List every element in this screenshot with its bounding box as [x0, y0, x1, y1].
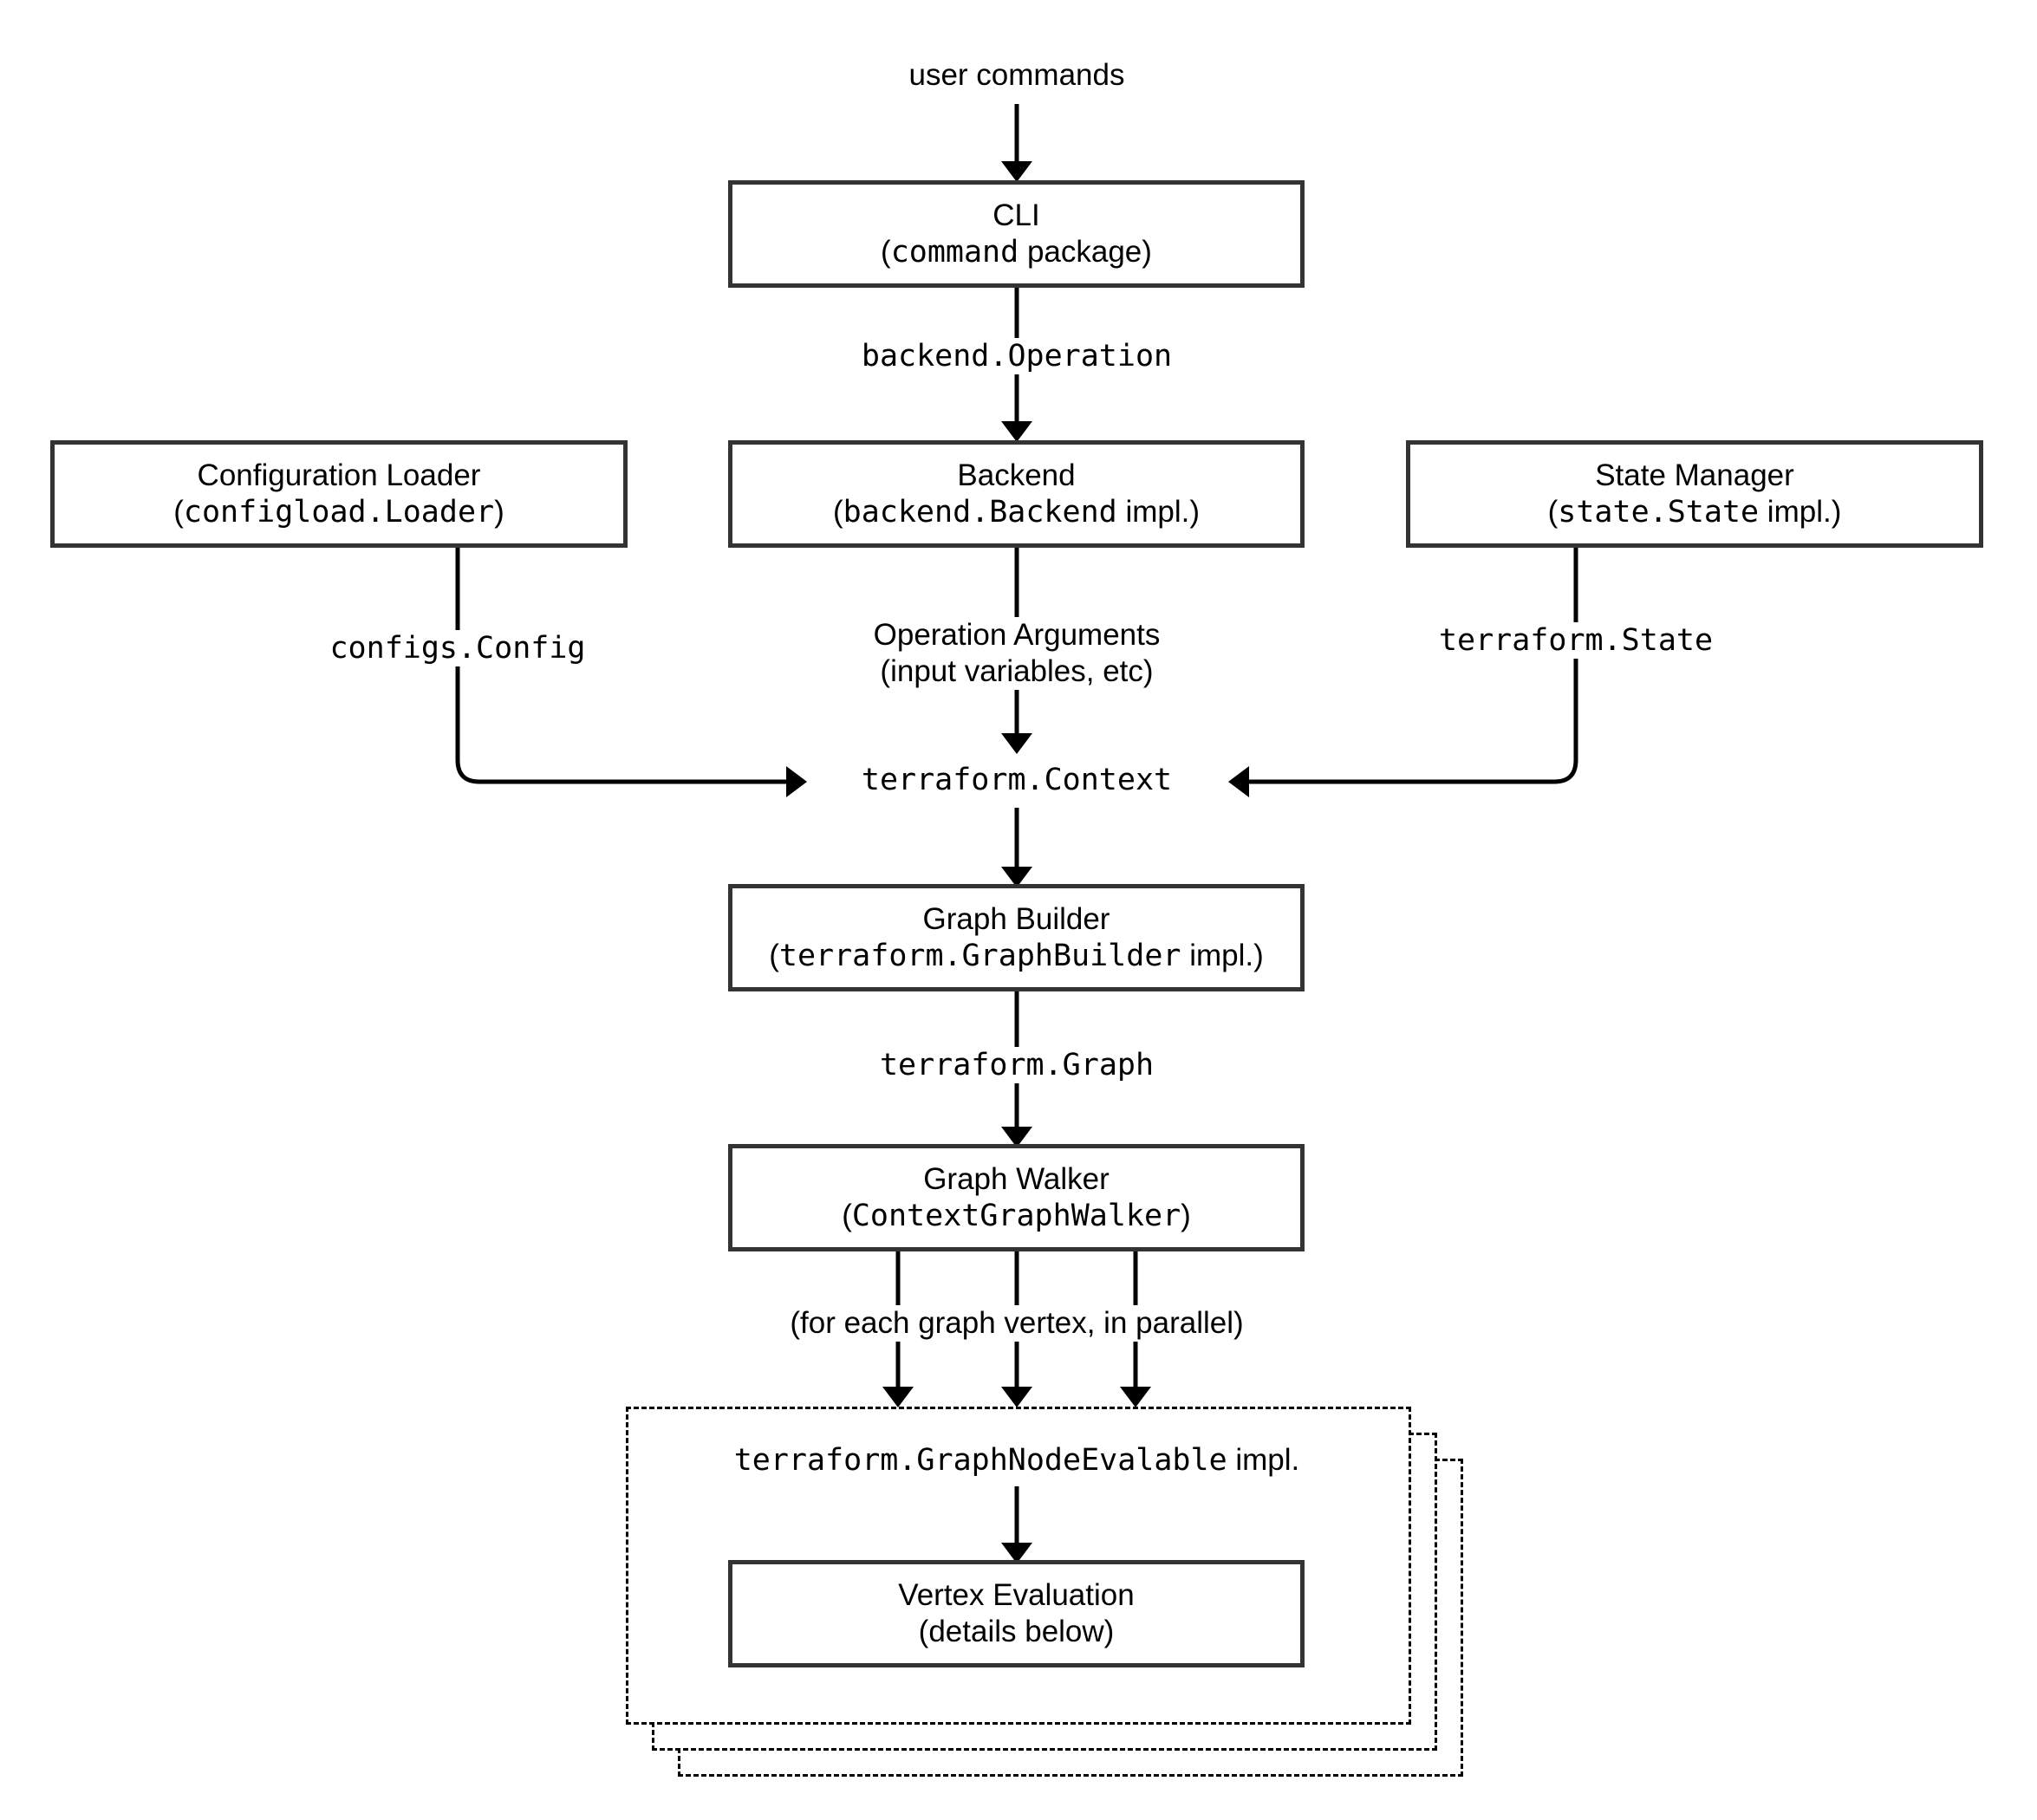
graph-walker-subtitle: (ContextGraphWalker)	[842, 1199, 1191, 1233]
graph-walker-box: Graph Walker (ContextGraphWalker)	[728, 1144, 1305, 1251]
operation-arguments-line2: (input variables, etc)	[880, 654, 1154, 688]
configuration-loader-box: Configuration Loader (configload.Loader)	[50, 440, 628, 548]
cli-box: CLI (command package)	[728, 180, 1305, 288]
arrowhead-context-right	[1228, 766, 1249, 797]
backend-code: backend.Backend	[843, 495, 1117, 530]
edge-config-context-line	[455, 546, 786, 784]
graph-walker-code: ContextGraphWalker	[851, 1199, 1181, 1233]
arrowhead-cli	[1001, 161, 1032, 182]
vertex-evaluation-box: Vertex Evaluation (details below)	[728, 1560, 1305, 1667]
arrowhead-eval-center	[1001, 1387, 1032, 1407]
backend-box: Backend (backend.Backend impl.)	[728, 440, 1305, 548]
edge-label-configs-config: configs.Config	[319, 630, 596, 666]
evalable-suffix: impl.	[1227, 1443, 1300, 1477]
graph-builder-suffix: impl.	[1181, 939, 1254, 972]
arrowhead-vertex	[1001, 1543, 1032, 1563]
vertex-evaluation-title: Vertex Evaluation	[898, 1578, 1135, 1612]
edge-label-terraform-graph: terraform.Graph	[865, 1047, 1168, 1083]
configuration-loader-subtitle: (configload.Loader)	[173, 495, 504, 530]
cli-suffix: package	[1018, 235, 1142, 269]
state-manager-suffix: impl.	[1759, 495, 1832, 529]
edge-label-operation-arguments: Operation Arguments (input variables, et…	[843, 617, 1190, 690]
arrowhead-backend	[1001, 421, 1032, 442]
backend-subtitle: (backend.Backend impl.)	[832, 495, 1200, 530]
backend-suffix: impl.	[1116, 495, 1190, 529]
edge-label-terraform-state: terraform.State	[1429, 622, 1723, 659]
user-commands-label: user commands	[908, 58, 1125, 92]
evalable-code: terraform.GraphNodeEvalable	[733, 1443, 1227, 1478]
edge-label-backend-operation: backend.Operation	[843, 338, 1190, 374]
configuration-loader-title: Configuration Loader	[197, 458, 481, 492]
configuration-loader-code: configload.Loader	[183, 495, 495, 530]
operation-arguments-line1: Operation Arguments	[873, 618, 1161, 652]
state-manager-code: state.State	[1558, 495, 1760, 530]
arrowhead-eval-left	[882, 1387, 914, 1407]
arrowhead-context-top	[1001, 733, 1032, 754]
arrowhead-eval-right	[1120, 1387, 1151, 1407]
graph-walker-title: Graph Walker	[923, 1162, 1110, 1196]
state-manager-title: State Manager	[1595, 458, 1794, 492]
vertex-evaluation-subtitle: (details below)	[918, 1615, 1115, 1648]
graph-builder-subtitle: (terraform.GraphBuilder impl.)	[769, 939, 1264, 973]
edge-label-parallel: (for each graph vertex, in parallel)	[778, 1305, 1255, 1342]
arrowhead-builder	[1001, 867, 1032, 887]
graph-builder-box: Graph Builder (terraform.GraphBuilder im…	[728, 884, 1305, 991]
edge-state-context-line	[1249, 546, 1578, 784]
cli-code: command	[890, 235, 1019, 270]
cli-title: CLI	[992, 198, 1040, 232]
state-manager-subtitle: (state.State impl.)	[1547, 495, 1842, 530]
terraform-context-node: terraform.Context	[861, 763, 1173, 797]
graph-builder-code: terraform.GraphBuilder	[778, 939, 1181, 973]
arrowhead-walker	[1001, 1127, 1032, 1147]
cli-subtitle: (command package)	[881, 235, 1152, 270]
arrowhead-context-left	[786, 766, 807, 797]
backend-title: Backend	[957, 458, 1076, 492]
graph-builder-title: Graph Builder	[922, 902, 1110, 936]
state-manager-box: State Manager (state.State impl.)	[1406, 440, 1983, 548]
evalable-title: terraform.GraphNodeEvalable impl.	[674, 1442, 1359, 1479]
